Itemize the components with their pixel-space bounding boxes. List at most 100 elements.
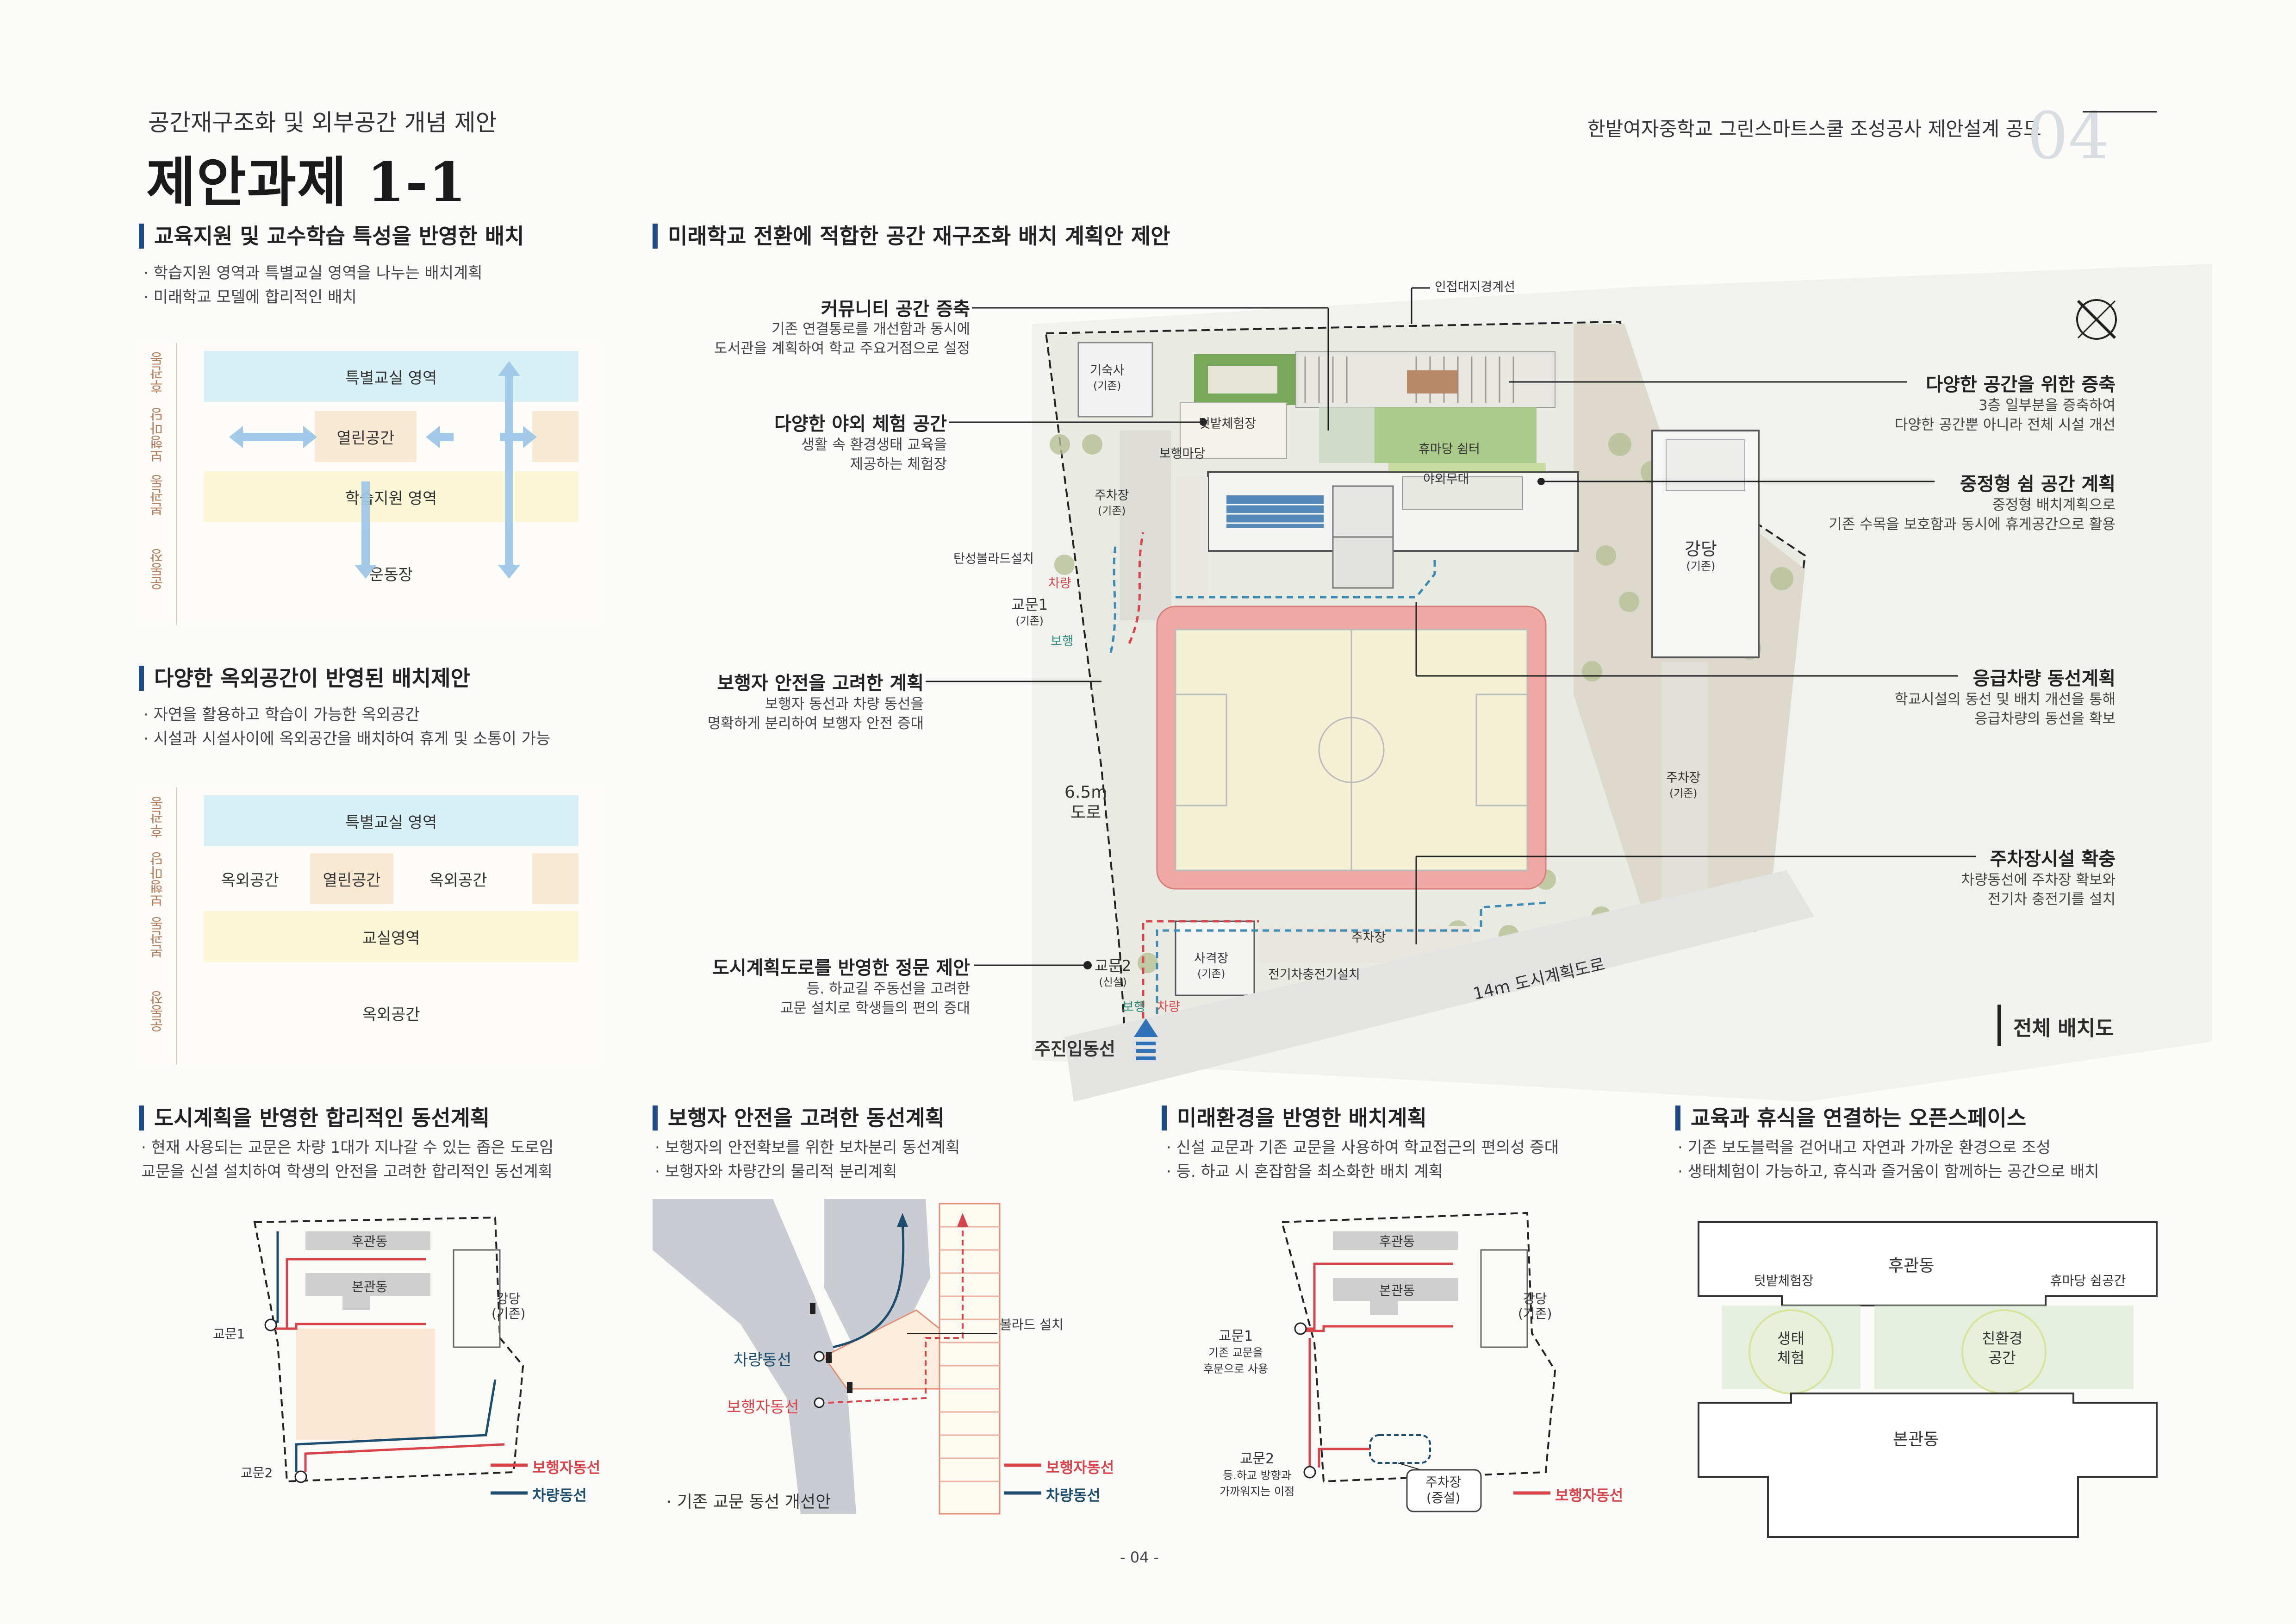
bottom4-rest-label: 휴마당 쉼공간: [2050, 1273, 2126, 1288]
annotation-courtyard-desc-2: 기존 수목을 보호함과 동시에 휴게공간으로 활용: [1829, 516, 2116, 533]
bottom4-bullet-1: · 기존 보도블럭을 걷어내고 자연과 가까운 환경으로 조성: [1678, 1138, 2051, 1157]
bottom1-hall-label: 강당(기존): [492, 1291, 526, 1321]
gate2-label: 교문2(신설): [1095, 957, 1132, 988]
dormitory: [1077, 342, 1153, 418]
annotation-extension-desc-1: 3층 일부분을 증축하여: [1978, 397, 2116, 414]
ev-charger-label: 전기차충전기설치: [1268, 968, 1360, 982]
section1-title: 교육지원 및 교수학습 특성을 반영한 배치: [139, 224, 524, 249]
annotation-outdoor-desc-1: 생활 속 환경생태 교육을: [801, 437, 947, 453]
annotation-community-title: 커뮤니티 공간 증축: [821, 299, 970, 320]
bottom2-title: 보행자 안전을 고려한 동선계획: [653, 1106, 945, 1131]
bottom3-parking-label: 주차장(증설): [1425, 1474, 1462, 1505]
block-classroom: 교실영역: [204, 911, 579, 962]
page-number: - 04 -: [1120, 1549, 1159, 1566]
bottom2-bullet-1: · 보행자의 안전확보를 위한 보차분리 동선계획: [655, 1138, 960, 1157]
bottom4-garden-label: 텃밭체험장: [1754, 1273, 1814, 1288]
gate1-label: 교문1(기존): [1011, 596, 1048, 627]
bottom3-title: 미래환경을 반영한 배치계획: [1162, 1106, 1427, 1131]
block-open-space-right: [532, 411, 579, 462]
section1-bullet-2: · 미래학교 모델에 합리적인 배치: [143, 288, 357, 306]
bottom4-title: 교육과 휴식을 연결하는 오픈스페이스: [1675, 1106, 2026, 1131]
project-title: 한밭여자중학교 그린스마트스쿨 조성공사 제안설계 공모: [1587, 118, 2041, 140]
bottom1-gate1-label: 교문1: [213, 1326, 245, 1342]
page-title: 제안과제 1-1: [146, 151, 467, 214]
section2-title: 다양한 옥외공간이 반영된 배치제안: [139, 666, 470, 691]
annotation-community-desc-2: 도서관을 계획하여 학교 주요거점으로 설정: [714, 340, 970, 357]
annotation-extension-desc-2: 다양한 공간뿐 아니라 전체 시설 개선: [1894, 417, 2116, 433]
bottom3-rear-label: 후관동: [1379, 1234, 1415, 1249]
annotation-courtyard-title: 중정형 쉼 공간 계획: [1960, 474, 2116, 495]
annotation-main-gate-title: 도시계획도로를 반영한 정문 제안: [712, 957, 970, 979]
block-special-classroom-2: 특별교실 영역: [204, 795, 579, 846]
outdoor-stage-label: 야외무대: [1423, 472, 1469, 487]
bottom3-bullet-2: · 등. 하교 시 혼잡함을 최소화한 배치 계획: [1166, 1162, 1443, 1181]
bottom4-bullet-2: · 생태체험이 가능하고, 휴식과 즐거움이 함께하는 공간으로 배치: [1678, 1162, 2099, 1181]
annotation-parking-desc-1: 차량동선에 주차장 확보와: [1961, 872, 2116, 888]
bottom4-rear-label: 후관동: [1888, 1256, 1935, 1275]
annotation-emergency-desc-2: 응급차량의 동선을 확보: [1974, 711, 2116, 727]
bollard-label: 탄성볼라드설치: [953, 552, 1034, 566]
bottom4-main-label: 본관동: [1893, 1430, 1939, 1449]
zoning-diagram-1: 후관동 보행마당 본관동 운동장 특별교실 영역 열린공간 학습지원 영역 운동…: [139, 343, 602, 625]
bottom2-ped-label: 보행자동선: [727, 1398, 799, 1417]
section2-bullet-1: · 자연을 활용하고 학습이 가능한 옥외공간: [143, 706, 420, 724]
annotation-ped-safety-desc-1: 보행자 동선과 차량 동선을: [765, 696, 924, 712]
bottom1-bullet-2: 교문을 신설 설치하여 학생의 안전을 고려한 합리적인 동선계획: [141, 1162, 553, 1181]
parking-right-label: 주차장(기존): [1666, 771, 1701, 800]
annotation-community-desc-1: 기존 연결통로를 개선함과 동시에: [772, 321, 970, 337]
annotation-emergency-title: 응급차량 동선계획: [1972, 668, 2116, 689]
bottom1-legend-ped: 보행자동선: [532, 1459, 601, 1476]
bottom3-hall-label: 강당(기존): [1518, 1291, 1552, 1321]
bottom3-gate2-label: 교문2 등.하교 방향과 가까워지는 이점: [1220, 1451, 1295, 1499]
annotation-parking-title: 주차장시설 확충: [1990, 849, 2116, 870]
annotation-ped-safety-title: 보행자 안전을 고려한 계획: [717, 673, 924, 694]
parking-left-label: 주차장(기존): [1095, 488, 1129, 517]
bottom3-gate1-label: 교문1 기존 교문을 후문으로 사용: [1203, 1328, 1269, 1376]
main-plan-title: 미래학교 전환에 적합한 공간 재구조화 배치 계획안 제안: [653, 224, 1170, 249]
block-field: 운동장: [204, 531, 579, 615]
site-plan-caption: 전체 배치도: [2013, 1017, 2114, 1040]
ped-label-1: 보행: [1051, 634, 1074, 649]
annotation-outdoor-title: 다양한 야외 체험 공간: [774, 413, 947, 435]
car-label-2: 차량: [1157, 1000, 1180, 1014]
bottom3-main-label: 본관동: [1379, 1283, 1415, 1298]
bottom2-car-label: 차량동선: [734, 1351, 792, 1369]
ped-label-2: 보행: [1122, 1000, 1145, 1014]
zoning-arrows: [229, 361, 537, 579]
block-learning-support: 학습지원 영역: [204, 471, 579, 522]
boundary-label: 인접대지경계선: [1435, 280, 1515, 294]
badge-rule: [2083, 111, 2157, 112]
archery-label: 사격장(기존): [1194, 951, 1229, 980]
bottom1-title: 도시계획을 반영한 합리적인 동선계획: [139, 1106, 490, 1131]
annotation-main-gate-desc-2: 교문 설치로 학생들의 편의 증대: [780, 1000, 970, 1017]
block-open-space: 열린공간: [315, 411, 417, 462]
zoning-diagram-2: 후관동 보행마당 본관동 운동장 특별교실 영역 옥외공간 열린공간 옥외공간 …: [139, 787, 602, 1065]
annotation-outdoor-desc-2: 제공하는 체험장: [850, 456, 947, 473]
north-arrow-icon: [2076, 299, 2117, 340]
bottom2-legend-car: 차량동선: [1046, 1487, 1101, 1504]
section1-bullet-1: · 학습지원 영역과 특별교실 영역을 나누는 배치계획: [143, 264, 483, 282]
bottom2-legend-ped: 보행자동선: [1046, 1459, 1114, 1476]
bottom2-bollard-label: 볼라드 설치: [1000, 1317, 1064, 1332]
header-subtitle: 공간재구조화 및 외부공간 개념 제안: [148, 109, 497, 136]
main-entry-label: 주진입동선: [1034, 1039, 1115, 1059]
block-open-space-right-2: [532, 853, 579, 904]
block-open-space-2: 열린공간: [310, 853, 393, 904]
bottom1-rear-label: 후관동: [352, 1234, 388, 1249]
rest-area-label: 휴마당 쉼터: [1419, 442, 1480, 456]
bottom1-bullet-1: · 현재 사용되는 교문은 차량 1대가 지나갈 수 있는 좁은 도로임: [141, 1138, 554, 1157]
bottom3-legend-ped: 보행자동선: [1555, 1487, 1624, 1504]
annotation-extension-title: 다양한 공간을 위한 증축: [1926, 374, 2116, 395]
hall-label: 강당(기존): [1685, 539, 1717, 573]
block-outdoor-left: 옥외공간: [221, 871, 279, 890]
annotation-ped-safety-desc-2: 명확하게 분리하여 보행자 안전 증대: [707, 715, 924, 732]
annotation-main-gate-desc-1: 등. 하교길 주동선을 고려한: [806, 981, 970, 997]
annotation-emergency-desc-1: 학교시설의 동선 및 배치 개선을 통해: [1894, 691, 2116, 708]
